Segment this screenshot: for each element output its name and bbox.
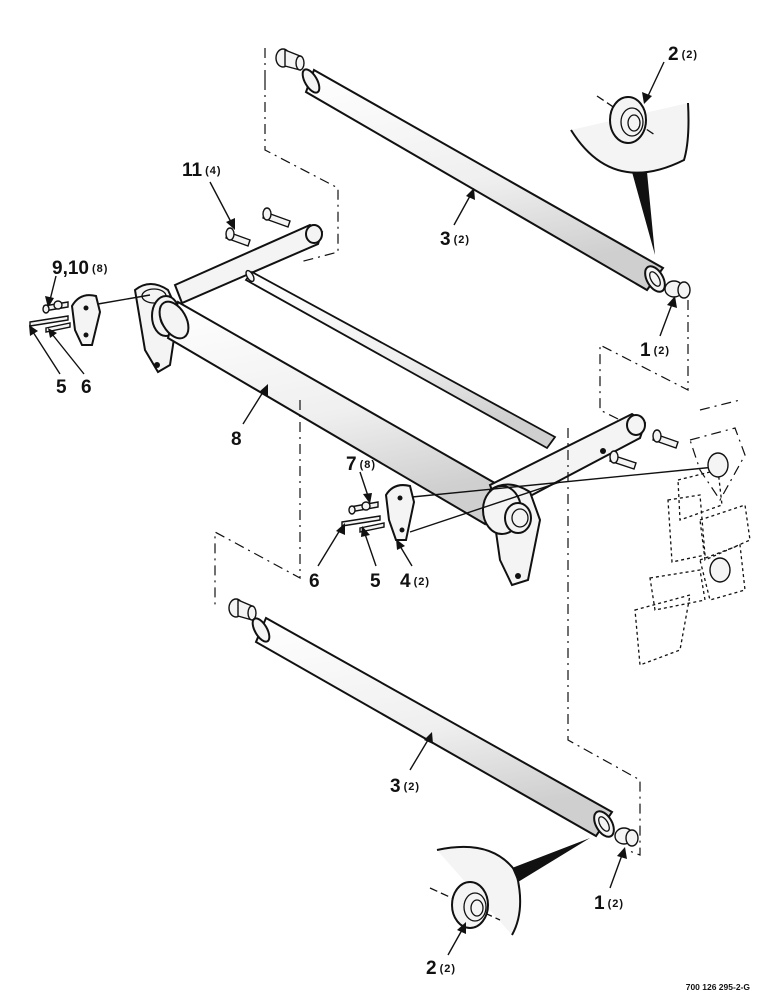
top-roller-group — [264, 47, 691, 431]
callout-7: 7(8) — [346, 454, 376, 475]
alignment-line-middle — [214, 400, 641, 856]
bolt-11-b — [225, 227, 251, 247]
callout-5-left: 5 — [56, 377, 67, 398]
callout-4: 4(2) — [400, 571, 430, 592]
bolt-11-a — [262, 207, 291, 228]
stub-shaft-bottom-right — [614, 827, 639, 847]
leader-lines — [29, 61, 677, 956]
callout-11: 11(4) — [182, 160, 222, 181]
frame-assembly — [133, 207, 679, 587]
callout-3-bottom: 3(2) — [390, 776, 420, 797]
bearing-detail-bottom — [429, 838, 590, 936]
callout-1-top: 1(2) — [640, 340, 670, 361]
alignment-line-top — [264, 47, 339, 263]
bearing-cap-right — [341, 466, 716, 541]
bearing-detail-top — [570, 95, 690, 255]
callout-6-right: 6 — [309, 571, 320, 592]
callout-8: 8 — [231, 429, 242, 450]
stub-shaft-top-left — [275, 48, 305, 71]
tie-rod — [244, 269, 557, 450]
roller-tube-top — [301, 68, 666, 293]
arm-left — [173, 223, 324, 305]
bearing-cap-left — [29, 294, 151, 346]
callout-1-bottom: 1(2) — [594, 893, 624, 914]
bolt-right-b — [609, 450, 637, 470]
bearing-bottom — [451, 881, 489, 929]
bearing-top — [609, 96, 647, 144]
stub-shaft-bottom-left — [228, 598, 257, 621]
stub-shaft-top-right — [664, 280, 691, 299]
drawing-number: 700 126 295-2-G — [686, 982, 751, 992]
hardware-9-10-left — [29, 300, 71, 333]
machine-frame-fragment — [634, 399, 751, 666]
hardware-7-right — [341, 501, 385, 533]
end-plate-right — [482, 483, 542, 587]
callout-2-top: 2(2) — [668, 44, 698, 65]
callout-6-left: 6 — [81, 377, 92, 398]
callout-5-right: 5 — [370, 571, 381, 592]
alignment-line-top-right — [599, 300, 689, 431]
bolt-right-a — [652, 429, 679, 449]
main-tube — [158, 300, 502, 526]
roller-tube-bottom — [251, 616, 615, 838]
callout-labels: 2(2) 3(2) 1(2) 11(4) 9,10(8) 5 6 8 7(8) … — [52, 44, 698, 979]
bottom-roller-group — [228, 598, 639, 936]
callout-9-10: 9,10(8) — [52, 258, 108, 279]
callout-2-bottom: 2(2) — [426, 958, 456, 979]
callout-3-top: 3(2) — [440, 229, 470, 250]
